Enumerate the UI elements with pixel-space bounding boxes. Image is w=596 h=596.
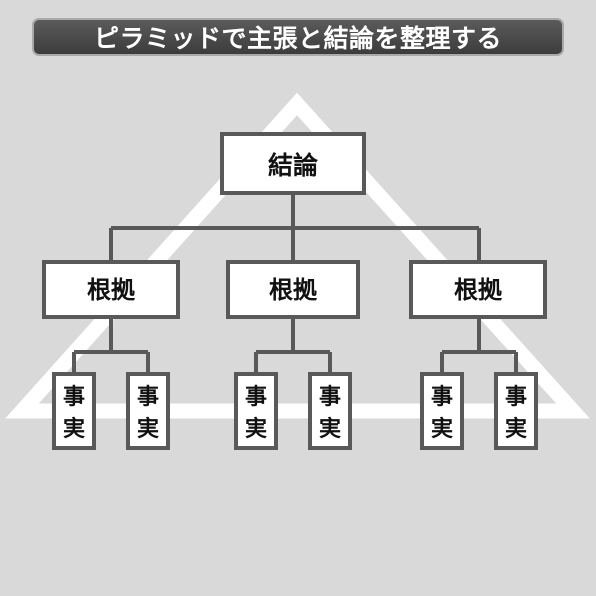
fact-label-bottom: 実 (319, 416, 341, 442)
fact-label-bottom: 実 (505, 416, 527, 442)
fact-label-top: 事 (505, 384, 527, 410)
fact-node: 事 実 (308, 372, 352, 450)
fact-label-top: 事 (63, 384, 85, 410)
page-title: ピラミッドで主張と結論を整理する (93, 24, 502, 53)
conclusion-label: 結論 (268, 151, 319, 180)
reason-label: 根拠 (269, 276, 318, 304)
fact-node: 事 実 (234, 372, 278, 450)
fact-label-bottom: 実 (63, 416, 85, 442)
reason-node: 根拠 (409, 260, 547, 319)
fact-label-top: 事 (319, 384, 341, 410)
fact-node: 事 実 (420, 372, 464, 450)
connector-lines (72, 193, 518, 374)
reason-label: 根拠 (454, 276, 503, 304)
fact-label-bottom: 実 (245, 416, 267, 442)
pyramid-triangle (5, 92, 590, 419)
fact-label-bottom: 実 (137, 416, 159, 442)
fact-label-top: 事 (137, 384, 159, 410)
fact-node: 事 実 (494, 372, 538, 450)
title-banner: ピラミッドで主張と結論を整理する (32, 18, 564, 56)
fact-label-top: 事 (431, 384, 453, 410)
reason-node: 根拠 (42, 260, 180, 319)
fact-node: 事 実 (52, 372, 96, 450)
fact-label-bottom: 実 (431, 416, 453, 442)
reason-label: 根拠 (87, 276, 136, 304)
reason-node: 根拠 (226, 260, 360, 319)
conclusion-node: 結論 (220, 132, 366, 195)
fact-label-top: 事 (245, 384, 267, 410)
fact-node: 事 実 (126, 372, 170, 450)
